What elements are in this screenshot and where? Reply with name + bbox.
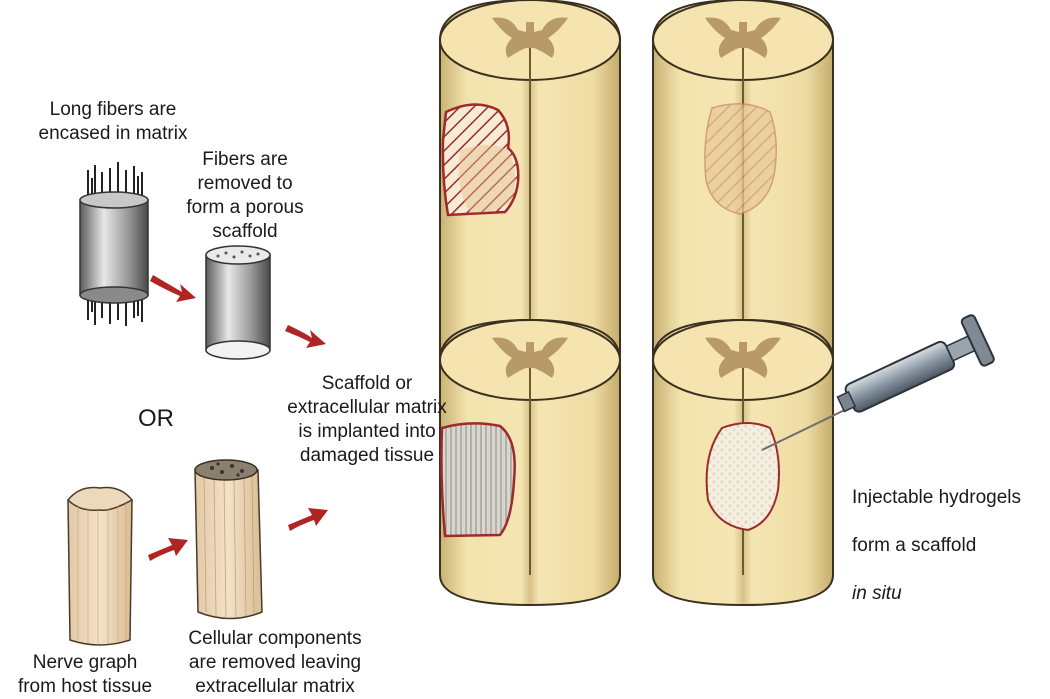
lesion-faint <box>704 103 777 215</box>
ecm-cylinder <box>194 459 263 620</box>
nerve-graft-cylinder <box>66 486 134 646</box>
label-injectable-line2: form a scaffold <box>852 535 977 556</box>
arrow-icon <box>285 325 326 348</box>
label-or: OR <box>138 405 174 432</box>
label-scaffold-implanted: Scaffold or extracellular matrix is impl… <box>287 373 447 466</box>
arrow-icon <box>148 538 188 561</box>
arrow-icon <box>150 275 196 302</box>
spinal-cord-injected <box>652 318 834 607</box>
label-cellular-removed: Cellular components are removed leaving … <box>188 628 362 697</box>
porous-scaffold-cylinder <box>205 245 271 360</box>
label-injectable-line1: Injectable hydrogels <box>852 487 1021 508</box>
arrow-icon <box>288 508 328 531</box>
label-nerve-graph: Nerve graph from host tissue <box>17 652 153 697</box>
label-fibers-removed: Fibers are removed to form a porous scaf… <box>186 149 304 242</box>
syringe-icon <box>761 314 995 451</box>
label-injectable: Injectable hydrogels form a scaffold in … <box>852 462 1047 630</box>
lesion-hatched <box>441 103 520 217</box>
label-long-fibers: Long fibers are encased in matrix <box>38 99 188 144</box>
label-injectable-line3: in situ <box>852 583 902 604</box>
implanted-scaffold <box>440 422 516 538</box>
encased-fibers-cylinder <box>79 162 149 326</box>
hydrogel-scaffold <box>705 422 780 532</box>
